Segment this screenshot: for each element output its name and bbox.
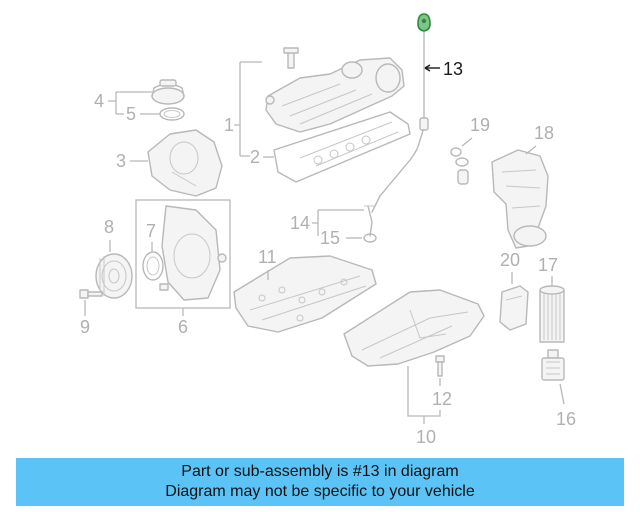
drain-plug-part-12[interactable]: [435, 355, 445, 377]
callout-11: 11: [258, 247, 277, 267]
callout-10: 10: [416, 427, 436, 447]
callout-6: 6: [178, 317, 188, 337]
callout-17: 17: [538, 255, 558, 275]
seal-ring-part-5[interactable]: [159, 107, 185, 121]
pulley-part-8[interactable]: [95, 253, 133, 299]
timing-cover-part-3[interactable]: [147, 129, 223, 197]
filter-housing-part-18[interactable]: [491, 149, 549, 249]
callout-16: 16: [556, 409, 576, 429]
seals-part-19[interactable]: [450, 147, 469, 185]
callout-5: 5: [126, 104, 136, 124]
o-ring-part-15[interactable]: [363, 233, 377, 243]
upper-oil-pan-part-11[interactable]: [233, 255, 377, 333]
callout-12: 12: [432, 389, 452, 409]
callout-18: 18: [534, 123, 554, 143]
callout-19: 19: [470, 115, 490, 135]
callout-14: 14: [290, 213, 310, 233]
callout-13: 13: [443, 59, 463, 79]
dipstick-tube-part-14[interactable]: [364, 205, 376, 237]
bolt-icon: [283, 47, 299, 69]
valve-cover-part-1[interactable]: [265, 57, 405, 133]
info-banner: Part or sub-assembly is #13 in diagram D…: [16, 458, 624, 506]
rear-cover-part-6[interactable]: [159, 205, 227, 301]
sensor-part-16[interactable]: [541, 349, 565, 381]
callout-9: 9: [80, 317, 90, 337]
callout-8: 8: [104, 217, 114, 237]
filter-cap-part-20[interactable]: [499, 285, 529, 331]
callout-1: 1: [224, 115, 234, 135]
gasket-part-2[interactable]: [273, 111, 411, 183]
callout-3: 3: [116, 151, 126, 171]
bolt-part-9[interactable]: [79, 289, 103, 299]
arrow-13: [424, 64, 431, 72]
crank-seal-part-7[interactable]: [142, 251, 164, 281]
banner-line-1: Part or sub-assembly is #13 in diagram: [181, 463, 459, 480]
filler-cap-part-4[interactable]: [151, 79, 185, 105]
callout-4: 4: [94, 91, 104, 111]
banner-line-2: Diagram may not be specific to your vehi…: [165, 483, 475, 500]
callout-2: 2: [250, 147, 260, 167]
dipstick-part-13[interactable]: [371, 13, 431, 213]
oil-filter-part-17[interactable]: [539, 285, 565, 343]
callout-15: 15: [320, 228, 340, 248]
lower-oil-pan-part-10[interactable]: [343, 289, 485, 367]
callout-20: 20: [500, 250, 520, 270]
callout-7: 7: [146, 221, 156, 241]
